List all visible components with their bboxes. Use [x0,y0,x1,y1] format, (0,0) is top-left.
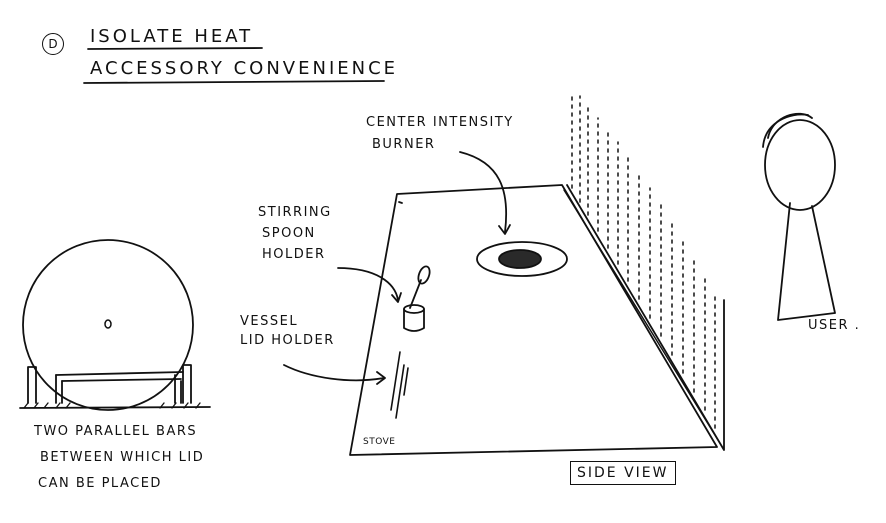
heading-underline-1 [87,47,263,50]
stove-corner-mark [398,201,403,204]
burner-label-line-1: CENTER INTENSITY [366,115,514,130]
lid-knob [104,319,112,329]
lid-holder-bars-on-stove [390,351,409,419]
lid-label-line-2: LID HOLDER [240,333,335,348]
heading-underline-2 [83,80,385,84]
spoon-arrow [337,267,399,301]
heading-line-2: ACCESSORY CONVENIENCE [90,58,399,79]
burner-label-line-2: BURNER [372,137,436,152]
lid-arrowhead [376,371,386,385]
burner-ring [476,241,568,277]
spoon-handle [409,279,422,309]
burner-arrowhead [498,224,511,235]
inner-left-post [55,374,63,404]
stove-edge-thickness [563,189,719,441]
left-bar-post [27,366,37,404]
lid-holder-detail [19,239,211,411]
heat-wall [566,91,725,451]
user-label: USER . [808,318,861,333]
burner-arrow [459,151,508,233]
annotation-arrows [283,151,511,385]
spoon-arrowhead [391,292,402,303]
user-head [764,119,836,211]
lid-label-line-1: VESSEL [240,314,299,329]
spoon-bowl [417,265,431,285]
heat-wall-outline [566,184,725,451]
burner-flame [498,249,542,269]
lid-note-line-2: BETWEEN WHICH LID [40,450,205,465]
side-view-label: SIDE VIEW [570,461,676,485]
lid-note-line-1: TWO PARALLEL BARS [34,424,198,439]
parallel-bars [55,371,184,382]
user-figure [762,112,836,321]
lid-note-line-3: CAN BE PLACED [38,476,162,491]
section-marker: D [42,33,64,55]
ground-hatch [23,402,201,409]
spoon-label-line-3: HOLDER [262,247,326,262]
user-hair-2 [762,113,809,148]
right-bar-post [182,364,192,404]
spoon-holder-rim [403,304,425,314]
lid-arrow [283,364,385,382]
stove-outline [349,184,718,456]
stove-label: STOVE [363,437,396,447]
spoon-holder-cup [403,308,425,332]
ground-line [19,406,211,409]
spoon-label-line-2: SPOON [262,226,316,241]
spoon-label-line-1: STIRRING [258,205,332,220]
stove-top [349,184,719,456]
vessel-lid-circle [22,239,194,411]
user-body [777,202,836,321]
heading-line-1: ISOLATE HEAT [90,26,254,47]
